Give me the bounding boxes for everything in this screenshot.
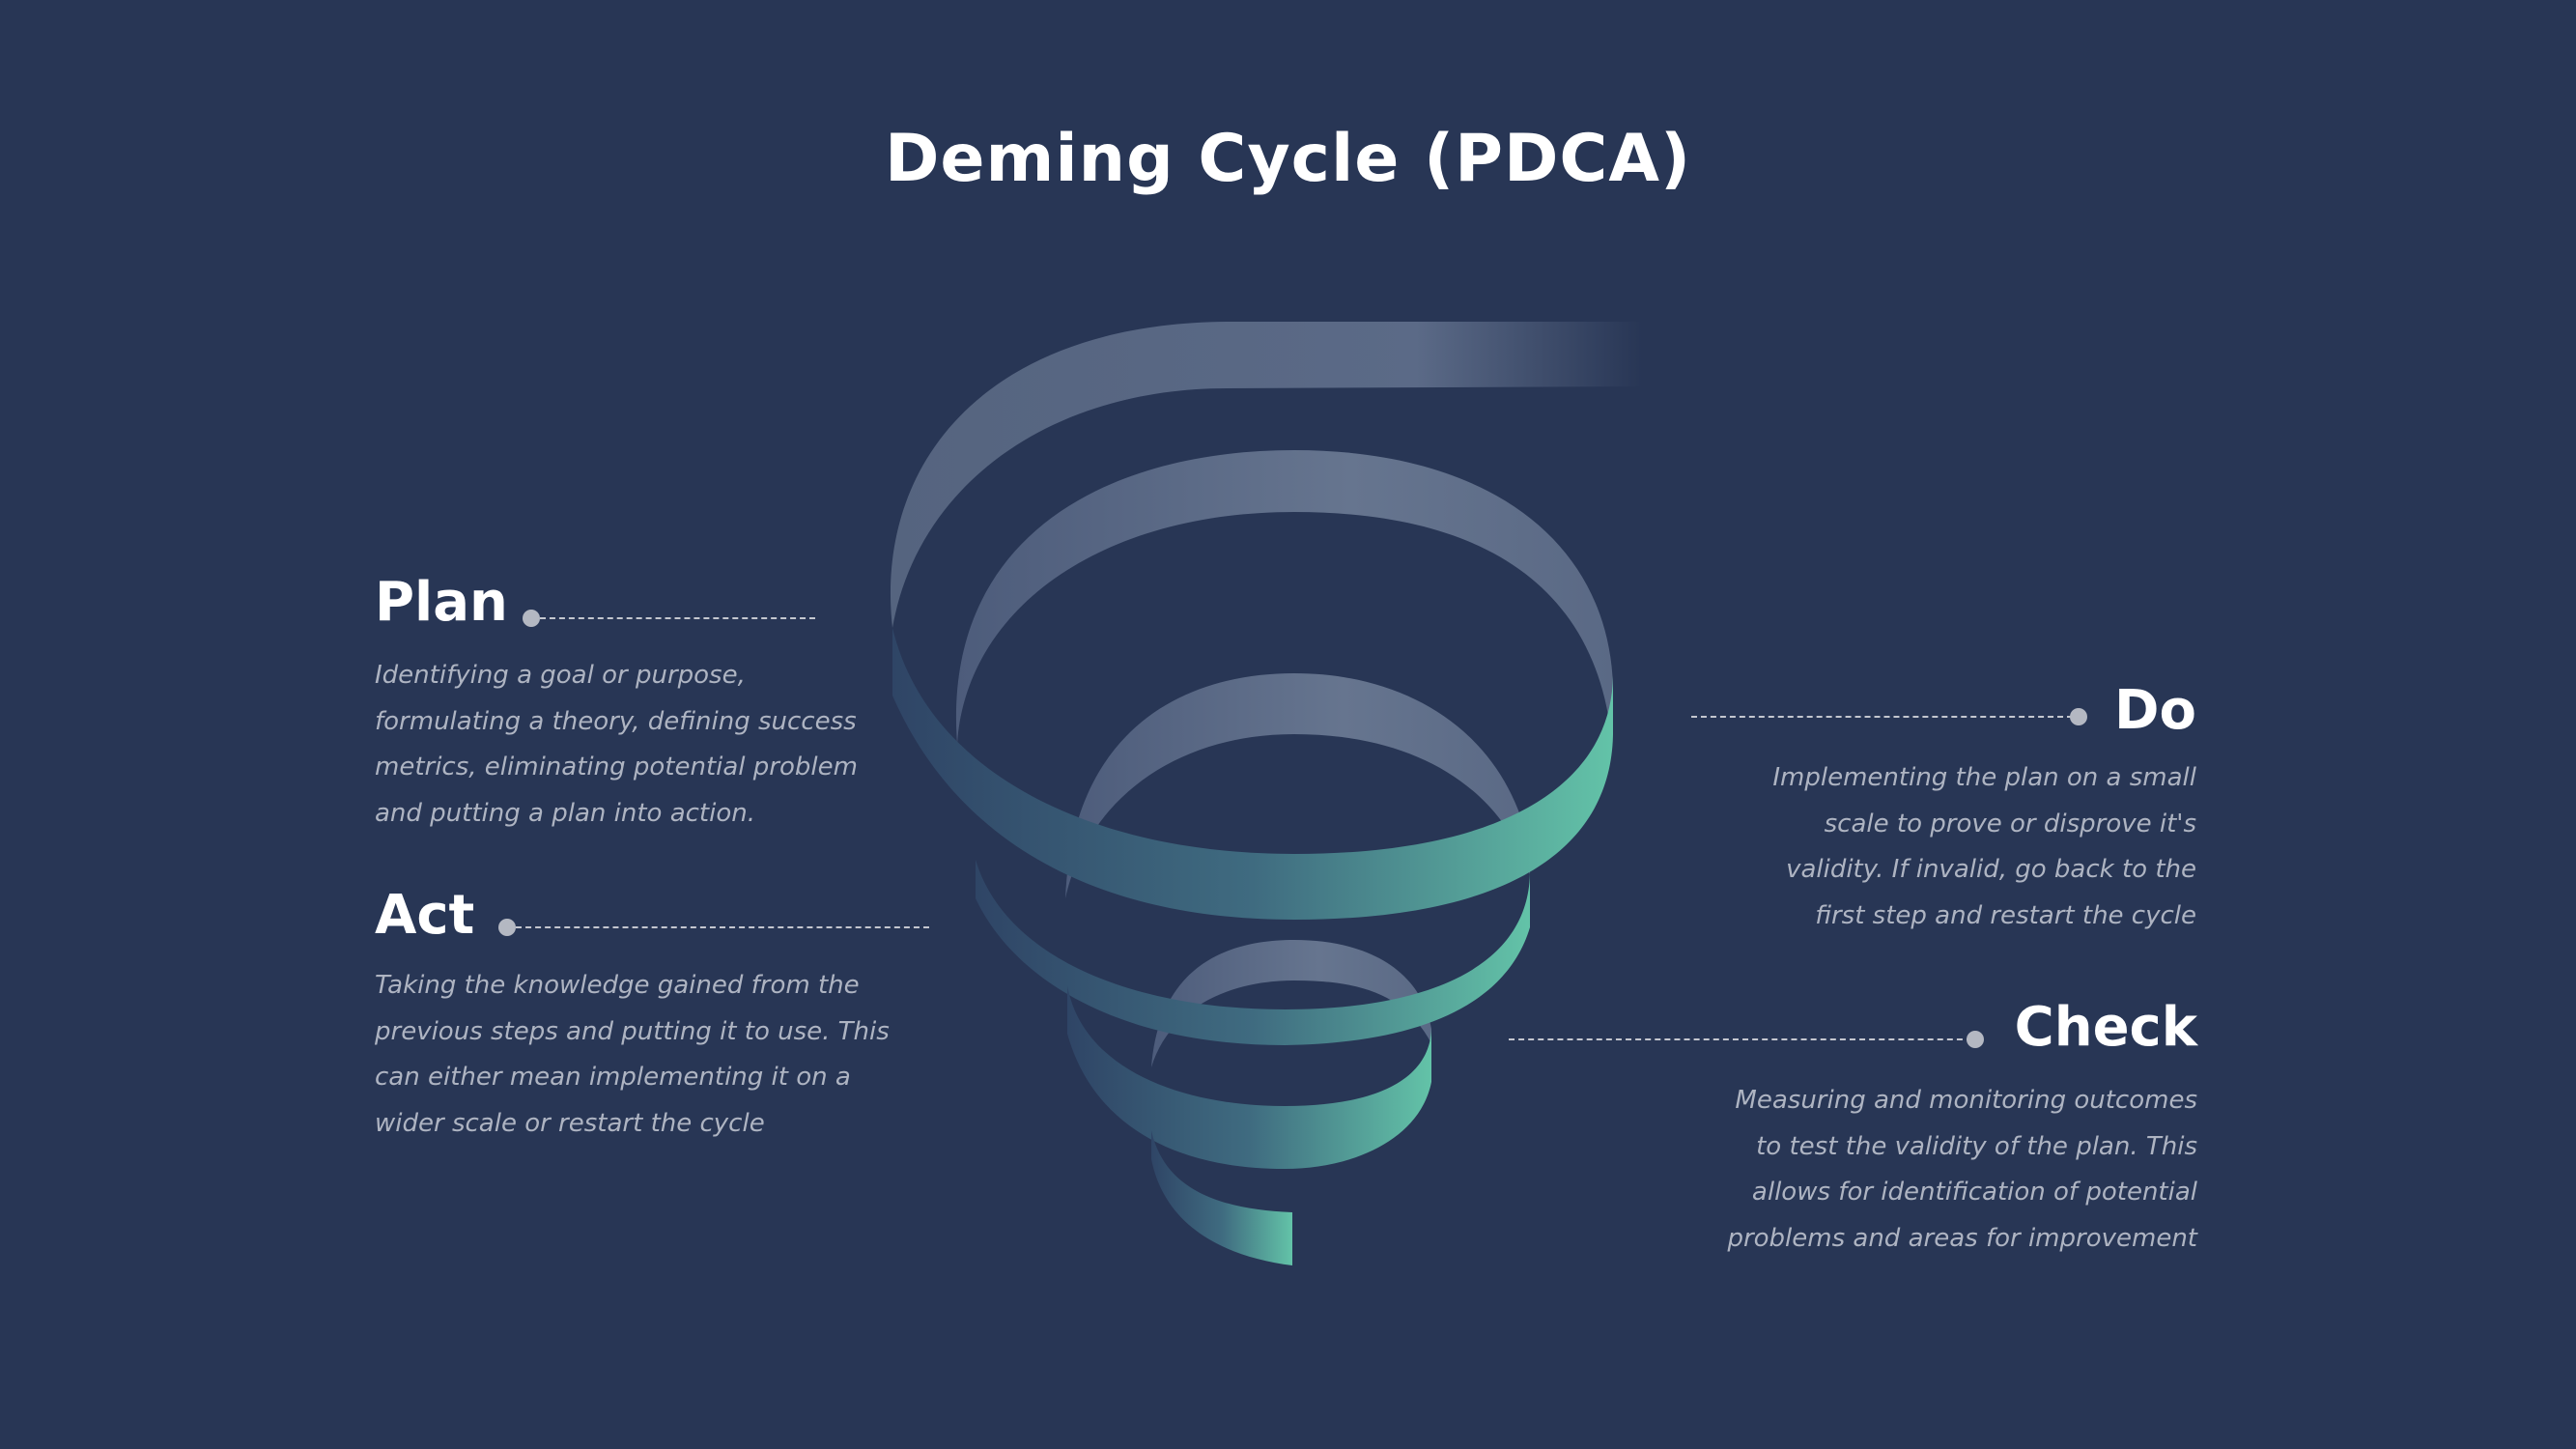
- check-description: Measuring and monitoring outcomes to tes…: [1599, 1078, 2197, 1262]
- act-line-4: wider scale or restart the cycle: [375, 1108, 765, 1138]
- do-line-3: validity. If invalid, go back to the: [1786, 855, 2196, 884]
- plan-line-4: and putting a plan into action.: [375, 798, 755, 828]
- do-connector-dot: [2070, 708, 2087, 725]
- check-heading: Check: [2014, 996, 2197, 1059]
- do-description: Implementing the plan on a small scale t…: [1617, 755, 2196, 939]
- spiral-back-arcs: [890, 322, 1642, 1067]
- do-connector-line: [1691, 716, 2073, 718]
- check-line-1: Measuring and monitoring outcomes: [1735, 1086, 2197, 1115]
- check-line-4: problems and areas for improvement: [1727, 1223, 2197, 1253]
- check-connector-dot: [1967, 1031, 1984, 1048]
- plan-connector-line: [540, 617, 815, 619]
- plan-description: Identifying a goal or purpose, formulati…: [375, 653, 877, 837]
- do-line-1: Implementing the plan on a small: [1772, 763, 2196, 792]
- plan-line-1: Identifying a goal or purpose,: [375, 661, 746, 690]
- spiral-front-arcs: [892, 628, 1613, 1265]
- plan-line-2: formulating a theory, defining success: [375, 706, 857, 736]
- check-connector-line: [1509, 1038, 1972, 1040]
- plan-connector-dot: [523, 610, 540, 627]
- do-line-4: first step and restart the cycle: [1815, 900, 2196, 930]
- slide-title: Deming Cycle (PDCA): [884, 121, 1692, 197]
- check-line-2: to test the validity of the plan. This: [1756, 1131, 2197, 1161]
- plan-line-3: metrics, eliminating potential problem: [375, 753, 858, 781]
- act-heading: Act: [375, 884, 475, 947]
- act-line-3: can either mean implementing it on a: [375, 1063, 851, 1092]
- do-line-2: scale to prove or disprove it's: [1824, 809, 2196, 838]
- act-connector-line: [516, 926, 929, 928]
- act-connector-dot: [498, 919, 516, 936]
- plan-heading: Plan: [375, 571, 508, 634]
- do-heading: Do: [2114, 679, 2196, 742]
- act-line-2: previous steps and putting it to use. Th…: [375, 1016, 890, 1046]
- check-line-3: allows for identification of potential: [1751, 1178, 2197, 1207]
- act-line-1: Taking the knowledge gained from the: [375, 971, 860, 1000]
- act-description: Taking the knowledge gained from the pre…: [375, 963, 916, 1147]
